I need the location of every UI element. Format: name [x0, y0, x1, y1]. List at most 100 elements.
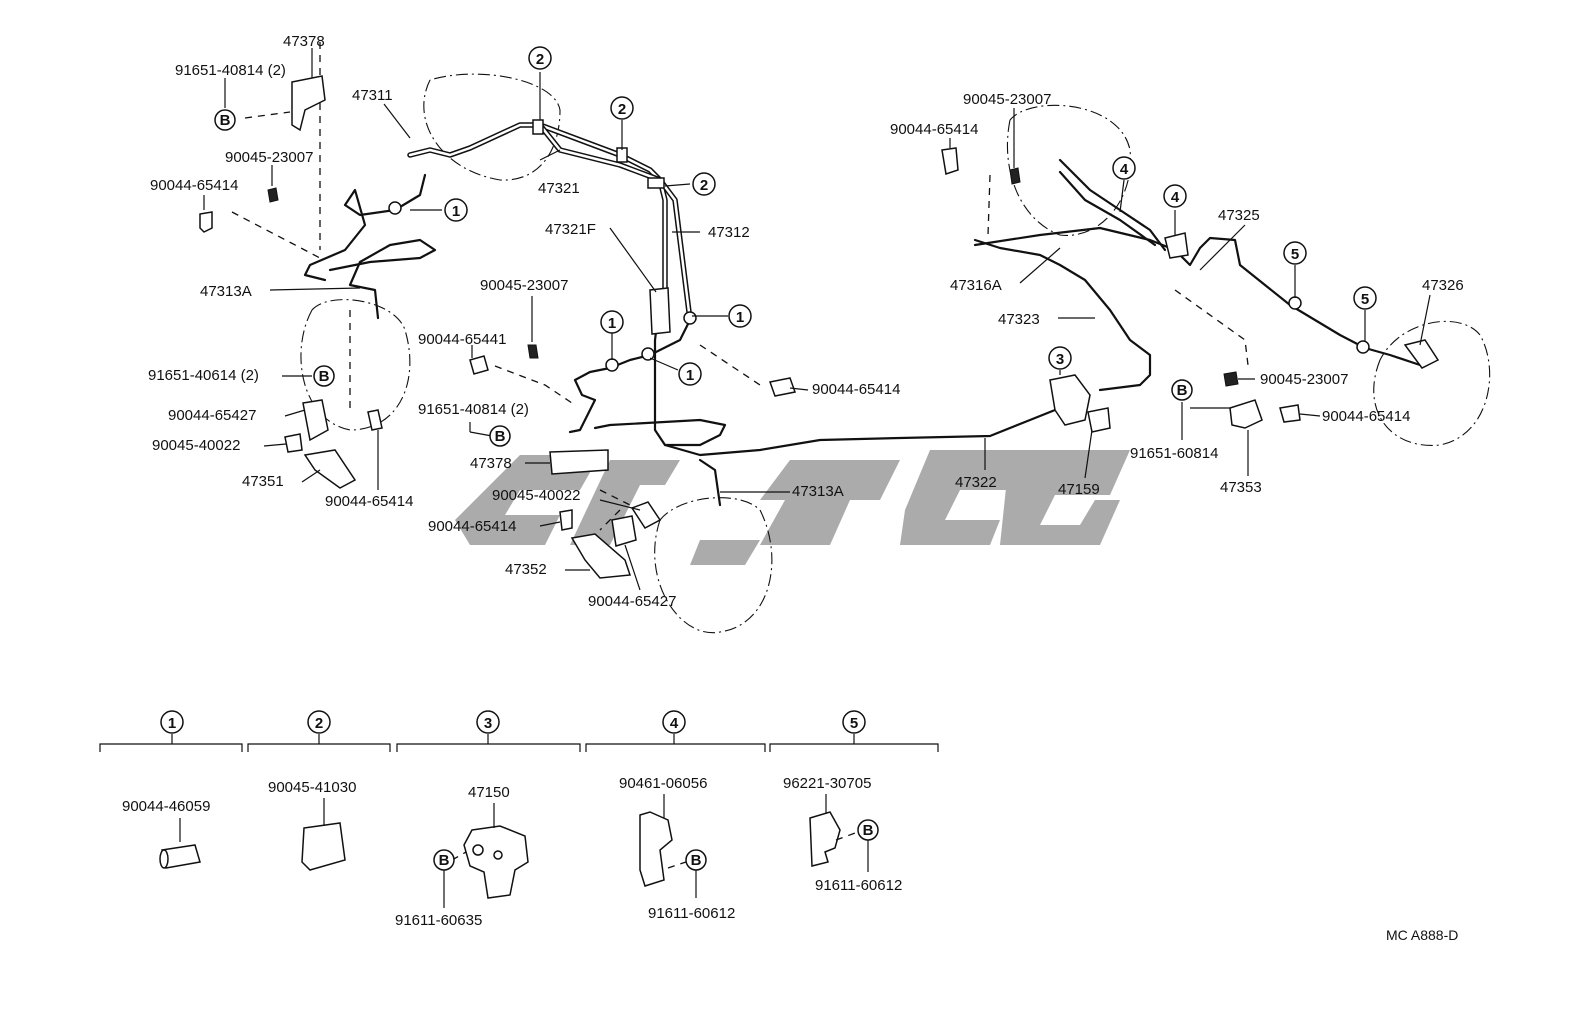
label-90045-40022-mid: 90045-40022 [492, 487, 580, 504]
label-90044-65441: 90044-65441 [418, 331, 506, 348]
legend-bolt-b-3: B [433, 849, 455, 871]
svg-text:B: B [439, 852, 450, 869]
bolt-marker-b: B [313, 365, 335, 387]
label-47159: 47159 [1058, 481, 1100, 498]
legend-part-91611-60612-b: 91611-60612 [815, 877, 902, 894]
clip-90044-65414-right [1279, 404, 1301, 423]
callout-4: 4 [1112, 156, 1136, 180]
bolt-marker-b: B [1171, 379, 1193, 401]
label-47326: 47326 [1422, 277, 1464, 294]
label-47313A-left: 47313A [200, 283, 252, 300]
callout-5: 5 [1283, 241, 1307, 265]
legend-part-91611-60635: 91611-60635 [395, 912, 482, 929]
bracket-47353 [1229, 399, 1263, 429]
svg-text:1: 1 [168, 715, 176, 732]
bracket-47159 [1087, 407, 1111, 433]
fitting-90045-40022-mid [630, 501, 662, 529]
label-47352: 47352 [505, 561, 547, 578]
svg-text:B: B [495, 428, 506, 445]
callout-2: 2 [610, 96, 634, 120]
bracket-47351 [303, 449, 357, 489]
clip-90044-65414-left [199, 211, 213, 233]
callout-1: 1 [728, 304, 752, 328]
legend-bracket-1 [99, 743, 243, 752]
clip-90044-65414-left-bottom [367, 409, 383, 431]
svg-text:4: 4 [1120, 161, 1129, 178]
label-90044-65414-mid: 90044-65414 [428, 518, 516, 535]
parts-drawings [199, 75, 1440, 579]
label-91651-40814-mid: 91651-40814 (2) [418, 401, 529, 418]
label-47378-top: 47378 [283, 33, 325, 50]
pipe-clip-markers [388, 119, 1370, 372]
callout-1: 1 [444, 198, 468, 222]
clip-90044-65414-center [769, 377, 796, 397]
legend-part-90461-06056: 90461-06056 [619, 775, 707, 792]
callout-numbers: 2 2 2 1 1 1 1 3 4 4 5 5 [444, 46, 1377, 386]
svg-text:5: 5 [1361, 291, 1369, 308]
legend-callout-1: 1 [160, 710, 184, 734]
legend-bracket-5 [769, 743, 939, 752]
legend-callout-4: 4 [662, 710, 686, 734]
bolt-markers: B B B B [214, 109, 1193, 447]
label-47313A-mid: 47313A [792, 483, 844, 500]
clip-90045-23007-right-top [1009, 167, 1021, 185]
label-47316A: 47316A [950, 277, 1002, 294]
legend-callout-5: 5 [842, 710, 866, 734]
brake-pipes [303, 122, 1422, 507]
svg-text:3: 3 [1056, 351, 1064, 368]
label-90045-40022-left: 90045-40022 [152, 437, 240, 454]
bolt-marker-b: B [214, 109, 236, 131]
bracket-47352 [570, 533, 632, 579]
callout-4: 4 [1163, 184, 1187, 208]
clip-90045-23007-mid [527, 344, 539, 359]
bracket-91651-40614 [302, 399, 329, 442]
label-91651-40614: 91651-40614 (2) [148, 367, 259, 384]
svg-text:2: 2 [536, 51, 544, 68]
callout-2: 2 [692, 172, 716, 196]
label-90045-23007-a: 90045-23007 [225, 149, 313, 166]
part-labels: 47378 91651-40814 (2) 47311 90045-23007 … [148, 33, 1464, 610]
svg-text:4: 4 [670, 715, 679, 732]
legend-bolt-b-4: B [685, 849, 707, 871]
label-90044-65427-mid: 90044-65427 [588, 593, 676, 610]
svg-text:1: 1 [686, 367, 694, 384]
clip-4-right [1164, 232, 1189, 259]
legend-callout-3: 3 [476, 710, 500, 734]
clip-90044-65427-mid [611, 515, 637, 547]
label-47323: 47323 [998, 311, 1040, 328]
label-47312: 47312 [708, 224, 750, 241]
fitting-90045-40022 [284, 433, 303, 453]
callout-3: 3 [1048, 346, 1072, 370]
legend-callout-2: 2 [307, 710, 331, 734]
clip-90045-41030 [301, 822, 346, 871]
legend-bracket-3 [396, 743, 581, 752]
svg-text:B: B [220, 112, 231, 129]
legend-part-90045-41030: 90045-41030 [268, 779, 356, 796]
label-91651-40814-top: 91651-40814 (2) [175, 62, 286, 79]
valve-47150 [463, 825, 529, 899]
bracket-47378-mid [549, 449, 609, 475]
assembly-guide-lines [231, 42, 1249, 531]
legend-bracket-4 [585, 743, 766, 752]
legend-part-47150: 47150 [468, 784, 510, 801]
clip-90044-65441 [469, 355, 489, 375]
label-47353: 47353 [1220, 479, 1262, 496]
legend-bracket-2 [247, 743, 391, 752]
label-91651-60814: 91651-60814 [1130, 445, 1218, 462]
label-47325: 47325 [1218, 207, 1260, 224]
legend-part-96221-30705: 96221-30705 [783, 775, 871, 792]
label-90045-23007-right-top: 90045-23007 [963, 91, 1051, 108]
legend-bolt-b-5: B [857, 819, 879, 841]
brake-drum-outlines [300, 73, 1491, 634]
label-47378-mid: 47378 [470, 455, 512, 472]
clip-90045-23007-left [267, 187, 279, 203]
callout-2: 2 [528, 46, 552, 70]
clamp-90461-06056 [639, 811, 673, 887]
svg-text:3: 3 [484, 715, 492, 732]
svg-text:5: 5 [1291, 246, 1299, 263]
svg-text:B: B [1177, 382, 1188, 399]
clamp-96221-30705 [809, 811, 841, 867]
clip-90044-65414-mid [559, 509, 573, 531]
legend-part-90044-46059: 90044-46059 [122, 798, 210, 815]
